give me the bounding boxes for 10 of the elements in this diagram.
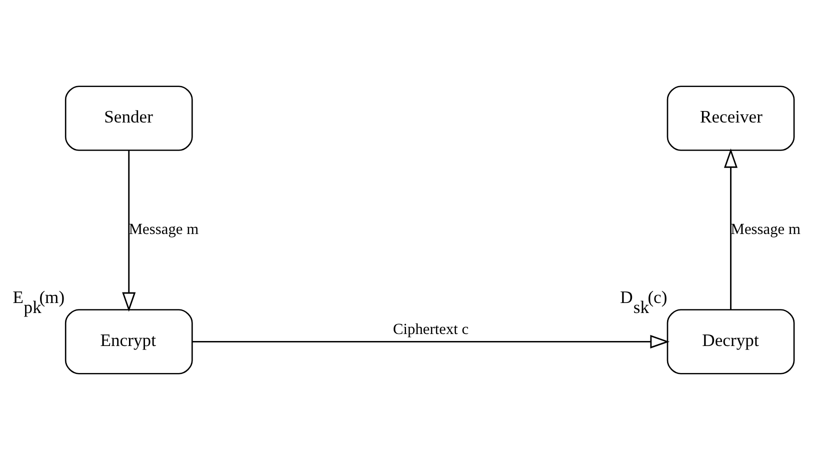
arrow xyxy=(192,334,670,348)
node-box: Encrypt xyxy=(64,308,193,374)
arrow xyxy=(724,148,738,310)
node-box: Sender xyxy=(64,85,193,150)
arrow xyxy=(122,150,136,312)
edge-label: Ciphertext c xyxy=(392,320,469,338)
edge-label: Message m xyxy=(128,220,199,238)
node-box: Decrypt xyxy=(666,308,795,374)
edge-label: Message m xyxy=(730,220,800,238)
node-box: Receiver xyxy=(666,85,795,150)
